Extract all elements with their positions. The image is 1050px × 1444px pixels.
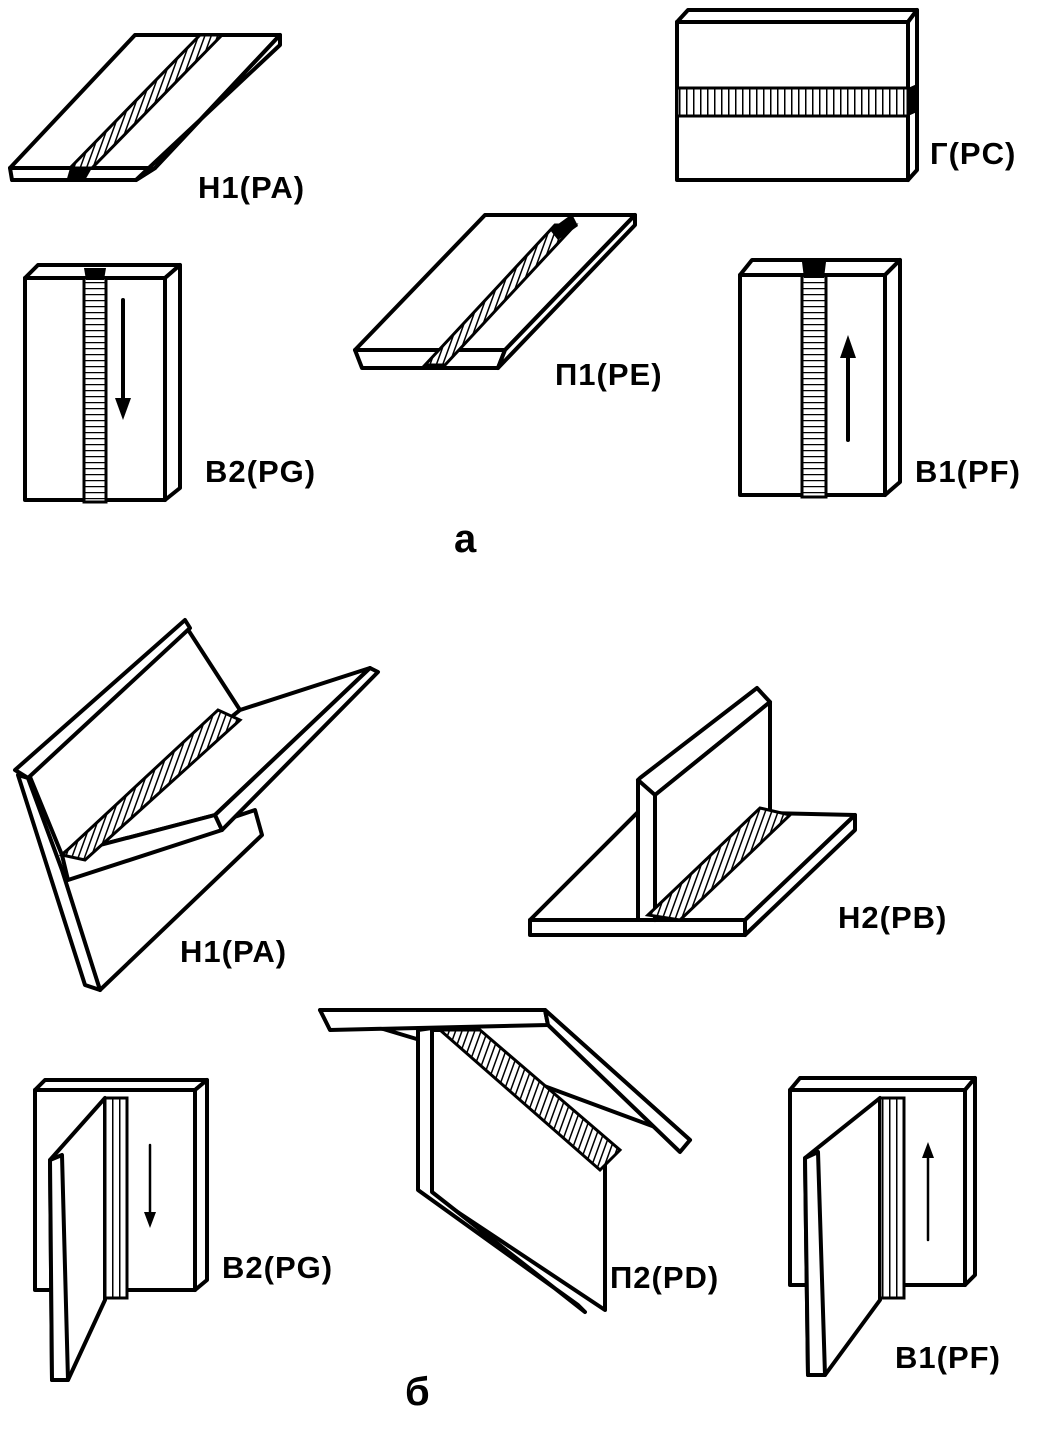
label-a-vertical-up: В1(PF) (915, 454, 1021, 489)
label-a-vertical-down: В2(PG) (205, 454, 316, 489)
butt-overhead-plate-figure (353, 213, 637, 370)
fillet-vertical-up-figure (788, 1076, 977, 1377)
fillet-horizontal-figure (528, 686, 857, 937)
fillet-overhead-figure (318, 1008, 692, 1314)
label-b-vertical-down: В2(PG) (222, 1250, 333, 1285)
caption-part-b: б (405, 1370, 430, 1414)
fillet-vertical-down-figure (33, 1078, 209, 1382)
butt-vertical-up-plate-figure (738, 258, 902, 499)
label-b-vertical-up: В1(PF) (895, 1340, 1001, 1375)
caption-part-a: а (454, 517, 477, 561)
fillet-flat-figure (13, 618, 380, 992)
label-b-horizontal-vertical: Н2(PB) (838, 900, 947, 935)
butt-horizontal-plate-figure (675, 8, 919, 182)
label-b-overhead: П2(PD) (610, 1260, 719, 1295)
butt-flat-plate-figure (8, 33, 282, 182)
label-b-flat: Н1(PA) (180, 934, 287, 969)
label-a-overhead: П1(PE) (555, 357, 663, 392)
butt-vertical-down-plate-figure (23, 263, 182, 504)
label-a-flat: Н1(PA) (198, 170, 305, 205)
label-a-horizontal: Г(PC) (930, 136, 1016, 171)
